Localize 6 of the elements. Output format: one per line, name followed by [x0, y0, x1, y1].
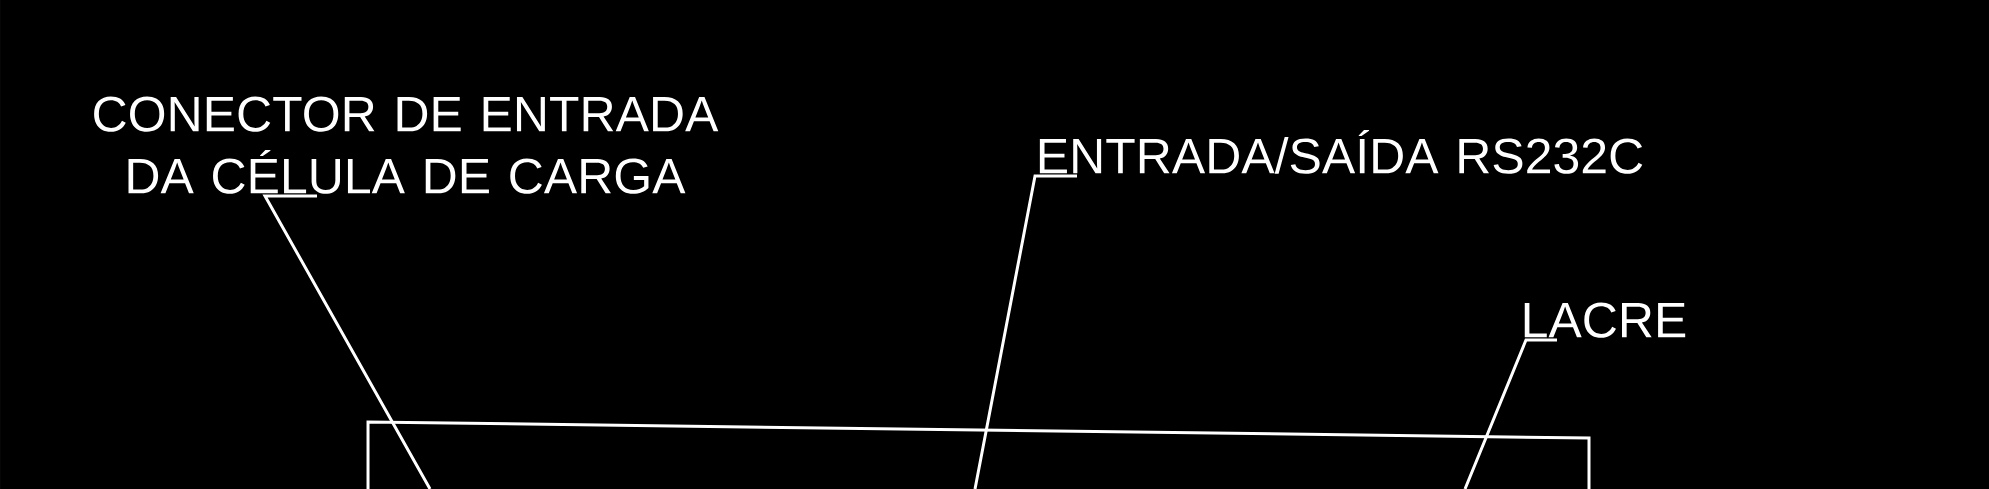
- callout-label: ENTRADA/SAÍDA RS232C: [1039, 129, 1643, 174]
- leader-line: [262, 194, 432, 489]
- leader-line: [973, 174, 1077, 489]
- callout-label: LACRE: [1524, 302, 1686, 338]
- leader-line: [1463, 338, 1557, 489]
- callout-label: CONECTOR DE ENTRADA DA CÉLULA DE CARGA: [94, 96, 719, 194]
